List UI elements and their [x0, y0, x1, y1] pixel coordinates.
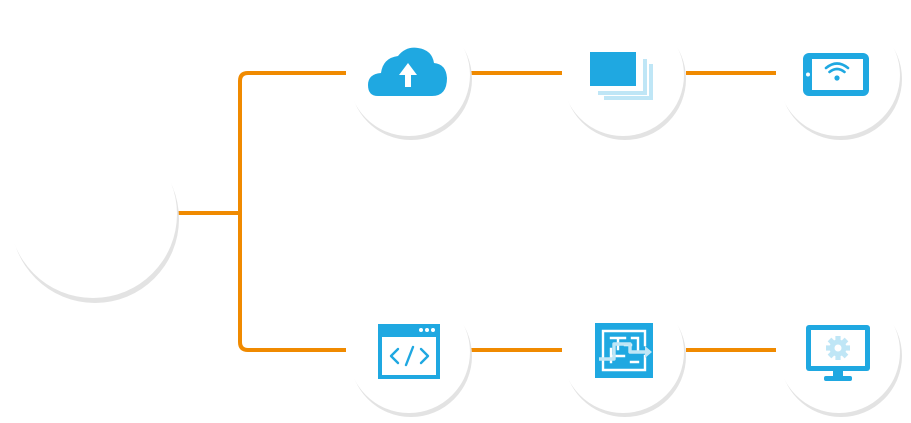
node-upload: [348, 14, 472, 140]
monitor-settings-icon: [806, 325, 870, 381]
node-root: [9, 130, 179, 303]
stacked-screens-icon: [590, 52, 653, 100]
node-code: [348, 291, 472, 417]
node-screens: [562, 14, 686, 140]
tablet-wifi-icon: [803, 53, 869, 96]
node-maze: [562, 291, 686, 417]
maze-icon: [595, 323, 653, 378]
connector-trunk: [238, 71, 346, 352]
connectors: [178, 71, 776, 352]
cloud-upload-icon: [368, 47, 447, 96]
node-monitor: [778, 291, 902, 417]
browser-code-icon: [378, 324, 440, 379]
node-tablet: [778, 14, 902, 140]
